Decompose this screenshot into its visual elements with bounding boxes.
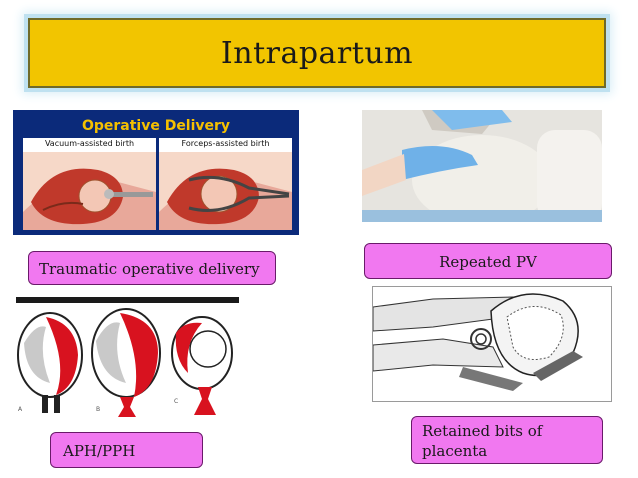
retained-placenta-illustration xyxy=(373,293,583,391)
operative-delivery-heading: Operative Delivery xyxy=(81,118,231,134)
label-retained-line2: placenta xyxy=(422,442,488,460)
vacuum-caption: Vacuum-assisted birth xyxy=(44,139,135,148)
aph-pph-illustration: A B C xyxy=(17,308,233,417)
retained-placenta-image xyxy=(372,286,612,402)
forceps-illustration xyxy=(159,152,292,230)
operative-delivery-image: Operative Delivery Vacuum-assisted birth… xyxy=(13,110,299,235)
aph-mark-a: A xyxy=(18,406,23,413)
aph-mark-b: B xyxy=(96,406,100,413)
label-aph-pph: APH/PPH xyxy=(50,432,203,468)
forceps-caption: Forceps-assisted birth xyxy=(181,139,270,148)
vacuum-panel: Vacuum-assisted birth xyxy=(23,138,156,230)
vacuum-illustration xyxy=(23,152,156,230)
label-retained-placenta: Retained bits of placenta xyxy=(411,416,603,464)
label-retained-line1: Retained bits of xyxy=(422,422,543,440)
slide-title: Intrapartum xyxy=(220,35,414,71)
label-repeated-pv: Repeated PV xyxy=(364,243,612,279)
aph-mark-c: C xyxy=(174,398,178,405)
pv-exam-image xyxy=(362,110,602,222)
aph-pph-image: A B C xyxy=(16,297,239,421)
pv-exam-illustration xyxy=(362,110,602,222)
slide-title-bar: Intrapartum xyxy=(28,18,606,88)
forceps-panel: Forceps-assisted birth xyxy=(159,138,292,230)
label-traumatic-operative-delivery: Traumatic operative delivery xyxy=(28,251,276,285)
